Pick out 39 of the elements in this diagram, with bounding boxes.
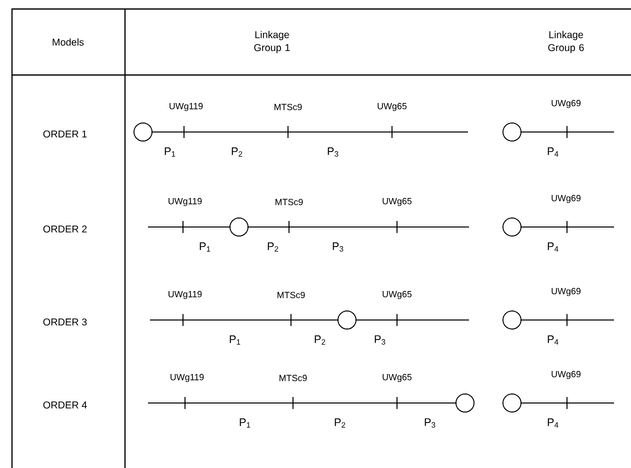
marker-name: UWg69 <box>552 100 581 108</box>
marker-name: UWg65 <box>382 374 412 382</box>
interval-label: P$_{4}$ <box>548 242 558 252</box>
interval-label: P$_{4}$ <box>548 147 558 157</box>
interval-label: P$_{1}$ <box>200 242 210 252</box>
interval-label: P$_{2}$ <box>334 418 346 428</box>
marker-name: UWg69 <box>552 370 581 380</box>
marker-name: UWg119 <box>168 198 202 206</box>
marker-name: UWg119 <box>170 374 204 382</box>
interval-label: P$_{1}$ <box>230 335 240 345</box>
marker-name: MTSc9 <box>280 374 307 382</box>
column-header: Linkage Group 1 <box>254 30 290 54</box>
marker-name: UWg65 <box>382 290 412 300</box>
marker-name: UWg69 <box>552 288 581 296</box>
marker-name: MTSc9 <box>278 292 305 298</box>
row-label: ORDER 4 <box>43 401 87 409</box>
interval-label: P$_{2}$ <box>232 147 242 157</box>
interval-label: P$_{1}$ <box>164 147 176 157</box>
marker-name: UWg119 <box>168 290 202 300</box>
row-label: ORDER 1 <box>43 130 87 138</box>
interval-label: P$_{2}$ <box>314 335 326 345</box>
marker-name: MTSc9 <box>276 198 303 206</box>
row-label: ORDER 2 <box>43 225 87 233</box>
row-label: ORDER 3 <box>43 318 87 326</box>
interval-label: P$_{1}$ <box>240 418 250 428</box>
marker-name: UWg65 <box>382 198 412 206</box>
interval-label: P$_{3}$ <box>424 418 436 428</box>
marker-name: UWg69 <box>552 194 581 204</box>
column-header: Linkage Group 6 <box>548 30 584 54</box>
marker-name: UWg65 <box>378 102 407 112</box>
interval-label: P$_{3}$ <box>332 242 344 252</box>
interval-label: P$_{3}$ <box>328 147 338 157</box>
marker-name: MTSc9 <box>274 104 302 110</box>
column-header: Models <box>52 38 84 46</box>
interval-label: P$_{4}$ <box>548 335 558 345</box>
interval-label: P$_{3}$ <box>374 335 386 345</box>
marker-name: UWg119 <box>170 102 203 112</box>
interval-label: P$_{2}$ <box>268 242 278 252</box>
interval-label: P$_{4}$ <box>548 418 558 428</box>
